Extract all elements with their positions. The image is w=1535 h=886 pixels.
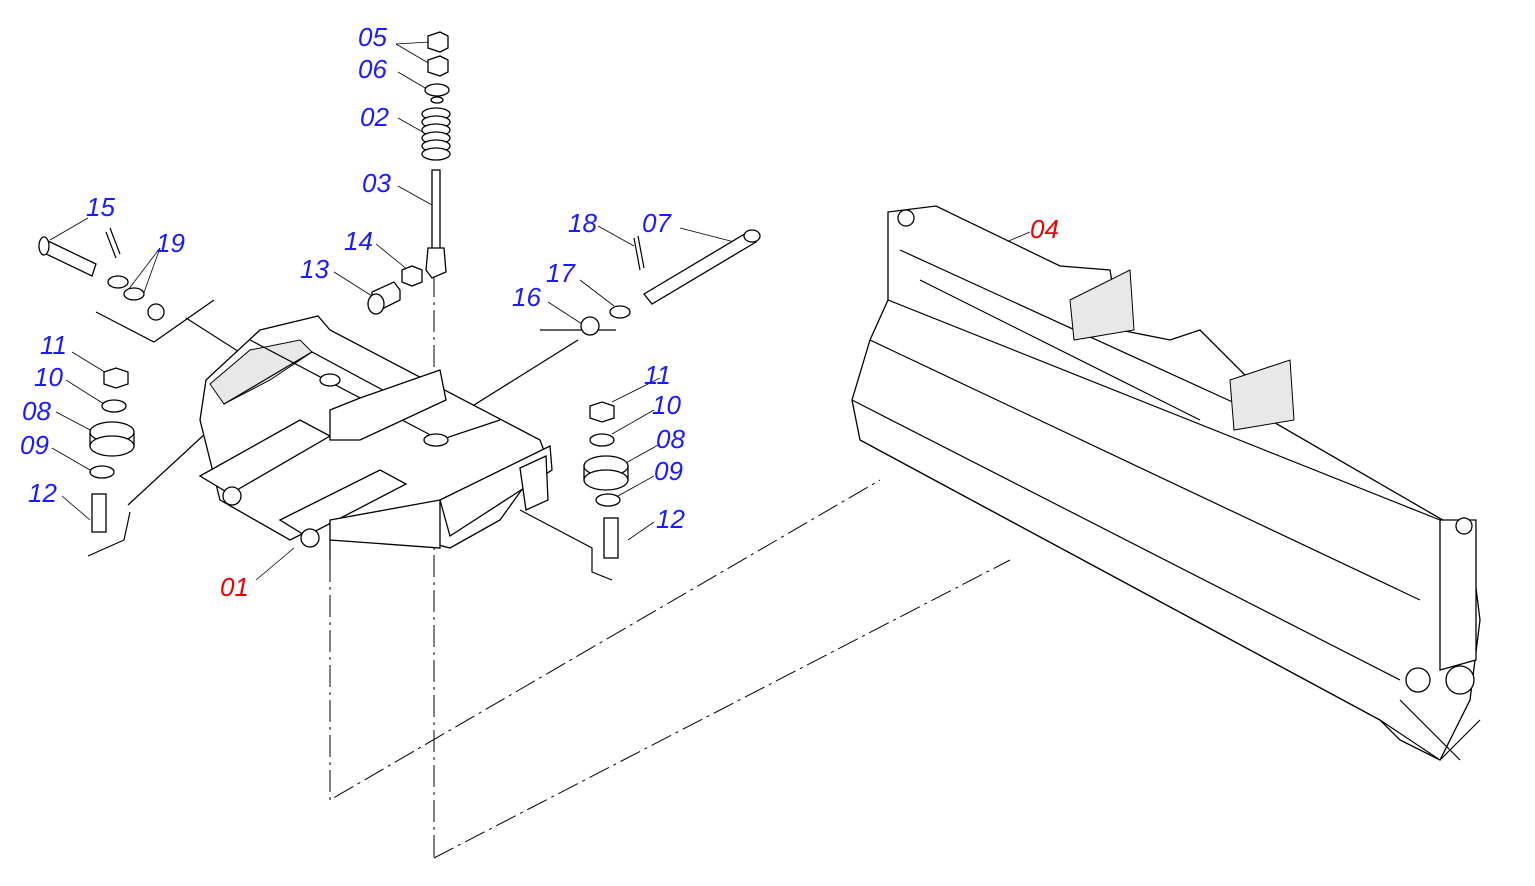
label-part-08-left: 08 xyxy=(22,396,51,426)
rod-03 xyxy=(431,169,441,251)
spring-02 xyxy=(421,107,451,161)
rod-eye xyxy=(425,247,447,279)
label-part-10-left: 10 xyxy=(34,362,63,392)
label-part-06: 06 xyxy=(358,54,387,84)
pin-07 xyxy=(643,231,757,305)
label-part-19: 19 xyxy=(156,228,185,258)
clip-19 xyxy=(105,227,121,259)
nut-16 xyxy=(580,316,600,336)
label-part-15: 15 xyxy=(86,192,115,222)
label-part-18: 18 xyxy=(568,208,597,238)
label-part-11-left: 11 xyxy=(40,330,67,360)
nut-05-upper xyxy=(427,31,449,53)
label-assembly-01: 01 xyxy=(220,572,249,602)
label-part-17: 17 xyxy=(546,258,575,288)
pin-15-assembly xyxy=(38,227,165,321)
nut-05-lower xyxy=(427,55,449,77)
label-part-16: 16 xyxy=(512,282,541,312)
label-part-07: 07 xyxy=(642,208,671,238)
label-part-02: 02 xyxy=(360,102,389,132)
label-part-09-right: 09 xyxy=(654,456,683,486)
left-mount-stack xyxy=(89,367,135,533)
right-mount-stack xyxy=(583,401,629,559)
label-part-12-right: 12 xyxy=(656,504,685,534)
nut-14 xyxy=(401,265,423,287)
label-part-03: 03 xyxy=(362,168,391,198)
frame-01 xyxy=(198,315,553,560)
label-part-10-right: 10 xyxy=(652,390,681,420)
clip-18 xyxy=(633,235,645,271)
label-part-14: 14 xyxy=(344,226,373,256)
rod-assembly xyxy=(421,31,451,279)
pin-13-nut-14 xyxy=(367,265,423,315)
label-assembly-04: 04 xyxy=(1030,214,1059,244)
label-part-09-left: 09 xyxy=(20,430,49,460)
pin-07-assembly xyxy=(580,229,761,336)
label-part-12-left: 12 xyxy=(28,478,57,508)
label-part-13: 13 xyxy=(300,254,329,284)
roller-assembly-04 xyxy=(851,205,1481,761)
pin-15 xyxy=(41,239,97,277)
label-part-05: 05 xyxy=(358,22,387,52)
washer-17 xyxy=(609,305,631,319)
label-part-08-right: 08 xyxy=(656,424,685,454)
label-part-11-right: 11 xyxy=(644,360,671,390)
washer-06 xyxy=(424,83,450,97)
